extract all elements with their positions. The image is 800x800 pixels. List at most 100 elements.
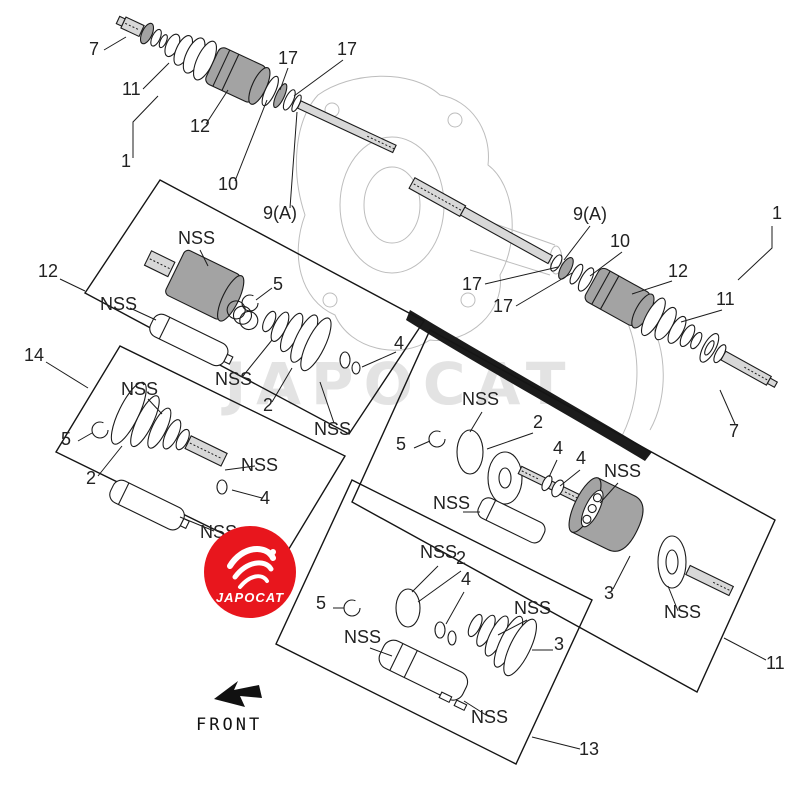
panel3-callout-2: 2: [533, 412, 543, 432]
leader-line: [45, 361, 89, 389]
panel3-callout-5: 5: [396, 434, 406, 454]
bearing-ball: [592, 493, 603, 503]
panel4-nss-d: NSS: [471, 707, 508, 727]
panel1-callout-4: 4: [394, 333, 404, 353]
spline-hatch: [413, 183, 462, 211]
leader-line: [103, 36, 127, 51]
callout-12-right: 12: [668, 261, 688, 281]
panel1-nss-d: NSS: [314, 419, 351, 439]
cv-boot-3: [467, 613, 537, 677]
bird-icon: [238, 574, 269, 589]
spline-hatch: [125, 22, 140, 31]
leader-line: [548, 459, 558, 478]
panel3-nss-a: NSS: [462, 389, 499, 409]
outer-race-cup-3: [568, 477, 644, 552]
tube-cap-line: [158, 317, 171, 340]
joint-band: [221, 54, 240, 91]
snap-ring-5: [343, 599, 361, 617]
panel2-nss-a: NSS: [121, 379, 158, 399]
leader-line: [589, 251, 623, 277]
leader-line: [563, 225, 591, 261]
cv-boot-11: [640, 297, 696, 348]
spacer-ring: [158, 34, 168, 49]
bearing-ring: [139, 22, 155, 45]
ring-17: [282, 89, 296, 111]
panel2-callout-5: 5: [61, 429, 71, 449]
callout-9a-right: 9(A): [573, 204, 607, 224]
swoosh-line: [406, 310, 652, 461]
callout-17-left-a: 17: [278, 48, 298, 68]
clamp-ring-4: [216, 479, 228, 495]
callout-10-left: 10: [218, 174, 238, 194]
callout-9a-left: 9(A): [263, 203, 297, 223]
panel4-callout-2: 2: [456, 548, 466, 568]
right-driveshaft-assembly: [408, 177, 779, 389]
spline-hatch: [564, 491, 582, 501]
leader-line: [179, 516, 215, 532]
ring-10: [261, 75, 279, 107]
leader-line: [255, 287, 273, 301]
spring-coil: [232, 305, 253, 325]
leader-line: [271, 367, 293, 403]
panel2-nss-b: NSS: [241, 455, 278, 475]
differential-ring-inner: [363, 166, 421, 244]
leader-line: [293, 59, 344, 97]
joint-band: [212, 49, 231, 87]
joint-housing-12: [205, 47, 271, 105]
leader-line: [234, 99, 268, 182]
tube-nozzle: [223, 353, 234, 365]
panel3-nss-b: NSS: [604, 461, 641, 481]
tube-body: [109, 479, 185, 531]
large-ring-2: [395, 588, 421, 628]
front-direction: FRONT: [196, 681, 262, 735]
panel2-label-14: 14: [24, 345, 44, 365]
leader-line: [559, 469, 581, 487]
bird-icon: [227, 546, 276, 569]
panel1-nss-c: NSS: [215, 369, 252, 389]
leader-line: [531, 736, 581, 750]
leader-line: [411, 565, 439, 593]
panel1-callout-2: 2: [263, 395, 273, 415]
leader-line: [77, 432, 93, 442]
leader-line: [242, 339, 273, 377]
bird-icon: [232, 560, 274, 580]
panel1-callout-5: 5: [273, 274, 283, 294]
spline-hatch: [367, 135, 395, 150]
boot-rib: [679, 324, 696, 348]
panel3-label-11: 11: [766, 653, 785, 673]
leader-line: [319, 381, 335, 424]
tube-cap-line: [485, 500, 497, 521]
boot-rib: [130, 395, 160, 448]
panel4-label-13: 13: [579, 739, 599, 759]
spline-hatch: [712, 581, 730, 591]
leader-line: [445, 591, 465, 625]
dished-washer: [657, 535, 687, 589]
detail-panel-4: [275, 479, 593, 765]
boot-rib: [262, 310, 277, 333]
leader-line: [680, 309, 723, 323]
ring-17: [273, 83, 288, 109]
spline-stub-group: [685, 564, 735, 597]
panel-frame: [83, 179, 426, 435]
leader-line: [631, 280, 673, 295]
leader-line: [205, 89, 229, 125]
spring-coil: [239, 310, 259, 331]
clamp-ring-4: [434, 621, 446, 639]
panel4-callout-4: 4: [461, 569, 471, 589]
front-arrow-icon: [214, 681, 262, 707]
leader-line: [469, 411, 483, 433]
callout-17-left-b: 17: [337, 39, 357, 59]
differential-ring-outer: [339, 136, 445, 274]
leader-line: [129, 307, 157, 321]
boot-rib: [667, 315, 687, 344]
large-ring-2: [456, 429, 484, 475]
leader-line: [723, 637, 767, 661]
ring-17: [558, 257, 574, 280]
leader-line: [142, 62, 170, 90]
callout-17-right-b: 17: [493, 296, 513, 316]
snap-ring-5: [91, 421, 109, 439]
panel3-callout-4b: 4: [576, 448, 586, 468]
leader-line: [515, 272, 573, 307]
grease-tube: [109, 479, 190, 531]
